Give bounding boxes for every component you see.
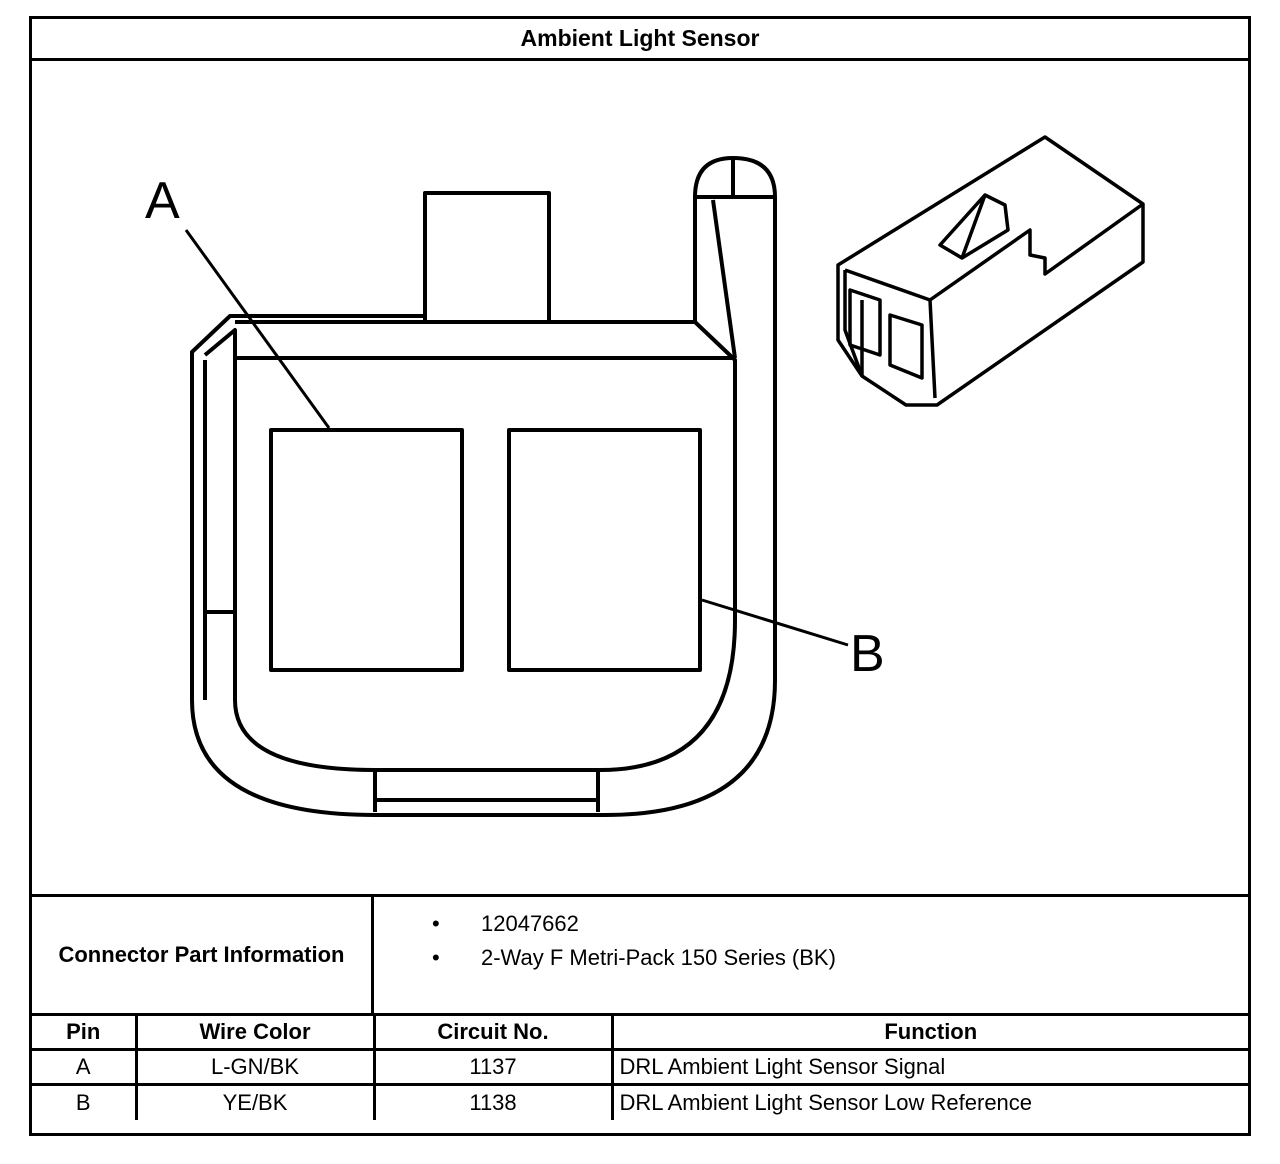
sheet-title: Ambient Light Sensor: [32, 19, 1248, 61]
header-pin: Pin: [32, 1013, 138, 1051]
cell-circuit: 1137: [372, 1048, 614, 1086]
cell-wire-color: YE/BK: [134, 1083, 376, 1120]
connector-iso-view: [836, 135, 1145, 407]
connector-part-info-label: Connector Part Information: [32, 897, 374, 1013]
pin-table-header: Pin Wire Color Circuit No. Function: [32, 1013, 1248, 1051]
connector-series: 2-Way F Metri-Pack 150 Series (BK): [374, 941, 836, 975]
pin-table: Pin Wire Color Circuit No. Function A L-…: [32, 1013, 1248, 1120]
connector-part-info: Connector Part Information 12047662 2-Wa…: [32, 894, 1248, 1013]
connector-drawing: A B: [145, 135, 1145, 817]
part-number: 12047662: [374, 907, 836, 941]
cell-function: DRL Ambient Light Sensor Low Reference: [610, 1083, 1248, 1120]
connector-part-list: 12047662 2-Way F Metri-Pack 150 Series (…: [374, 907, 836, 975]
cell-circuit: 1138: [372, 1083, 614, 1120]
connector-inner-shell: [203, 320, 737, 772]
cell-function: DRL Ambient Light Sensor Signal: [610, 1048, 1248, 1086]
connector-outer-shell: [190, 314, 777, 817]
header-wire-color: Wire Color: [134, 1013, 376, 1051]
connector-top-latch: [423, 191, 551, 322]
leader-a: [184, 229, 331, 429]
pin-label-a: A: [145, 172, 180, 230]
cell-pin: B: [32, 1083, 138, 1120]
leader-b: [701, 598, 849, 647]
cell-pin: A: [32, 1048, 138, 1086]
connector-sheet: Ambient Light Sensor: [29, 16, 1251, 1136]
header-function: Function: [610, 1013, 1248, 1051]
header-circuit-no: Circuit No.: [372, 1013, 614, 1051]
cavity-a: [269, 428, 464, 672]
cavity-b: [507, 428, 702, 672]
pin-label-b: B: [850, 625, 885, 683]
cell-wire-color: L-GN/BK: [134, 1048, 376, 1086]
table-row: B YE/BK 1138 DRL Ambient Light Sensor Lo…: [32, 1083, 1248, 1120]
table-row: A L-GN/BK 1137 DRL Ambient Light Sensor …: [32, 1048, 1248, 1086]
